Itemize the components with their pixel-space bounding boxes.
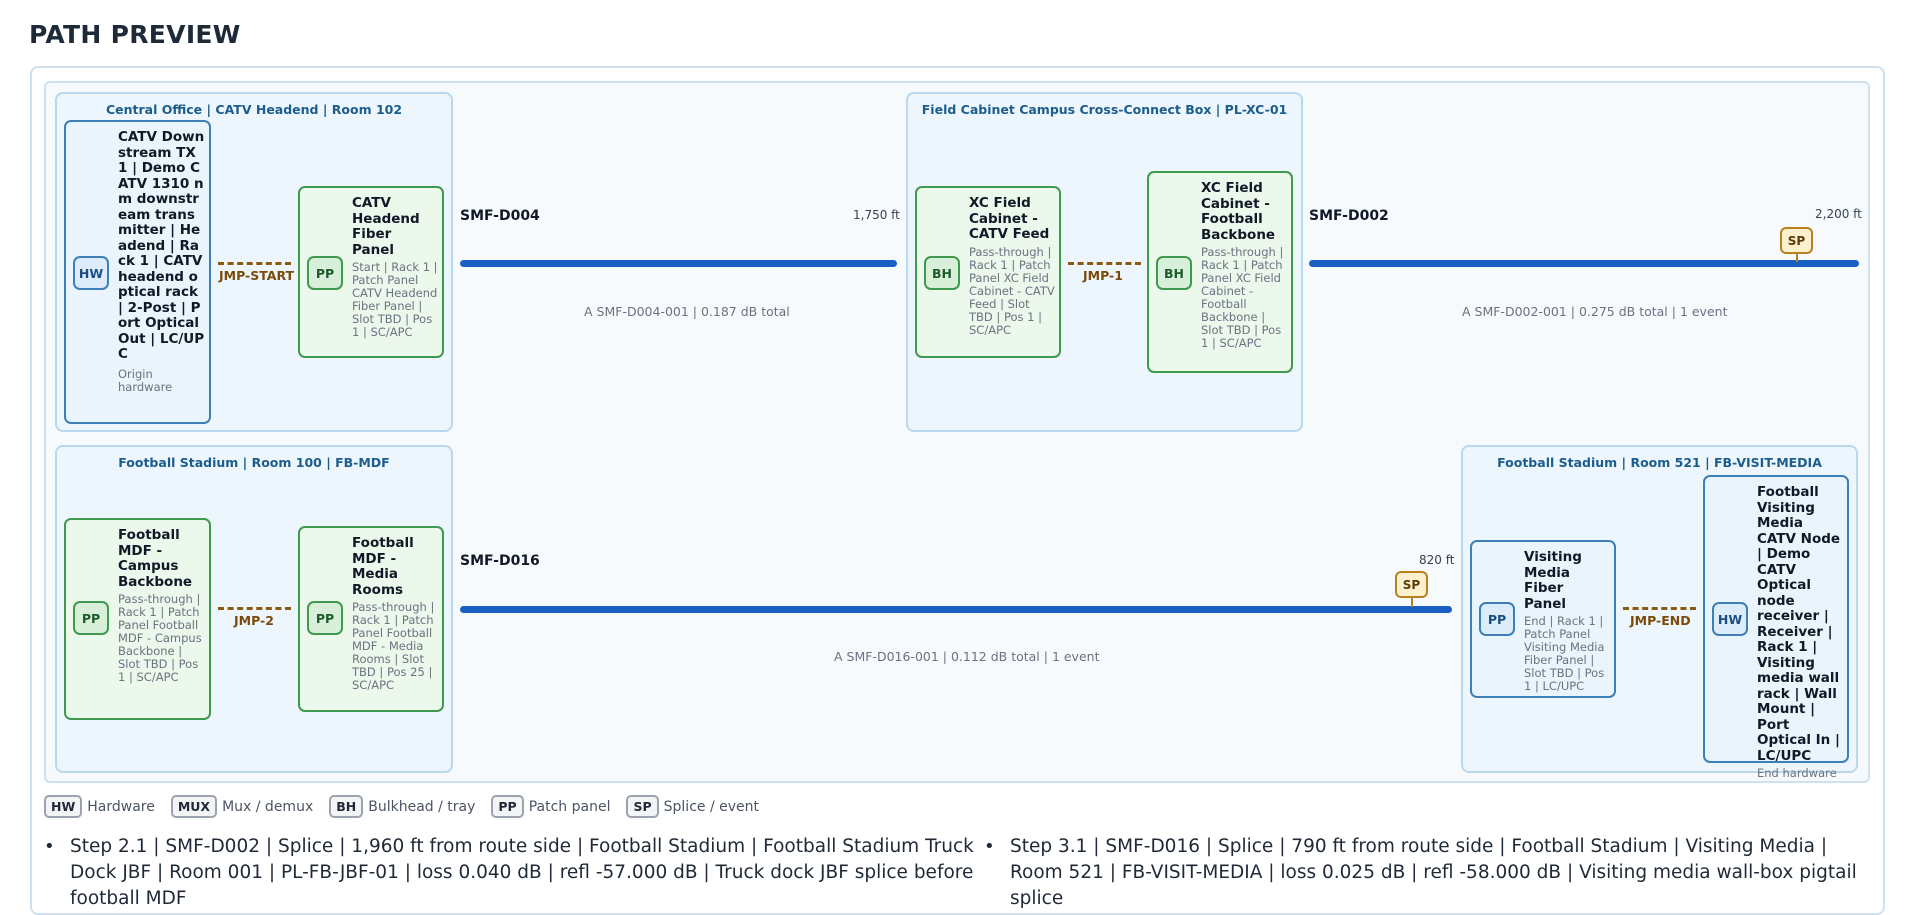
card-subtitle: Pass-through | Rack 1 | Patch Panel Foot… bbox=[352, 600, 435, 692]
legend-badge: MUX bbox=[170, 795, 218, 818]
card-subtitle: Origin hardware bbox=[118, 366, 173, 394]
site-title: Central Office | CATV Headend | Room 102 bbox=[105, 102, 403, 117]
cable-segment-smf-d004[interactable] bbox=[460, 260, 897, 267]
jumper-line bbox=[218, 607, 291, 610]
legend-badge: PP bbox=[491, 795, 524, 818]
patch-panel-badge: PP bbox=[73, 601, 109, 635]
legend-label: Splice / event bbox=[663, 798, 759, 815]
card-title: XC Field Cabinet - Football Backbone bbox=[1201, 180, 1276, 243]
legend-badge: HW bbox=[44, 795, 83, 818]
card-title: Football Visiting Media CATV Node | Demo… bbox=[1757, 484, 1841, 764]
patch-panel-card-headend[interactable]: PP CATV Headend Fiber Panel Start | Rack… bbox=[298, 186, 444, 358]
legend-label: Patch panel bbox=[528, 798, 611, 815]
legend-label: Bulkhead / tray bbox=[368, 798, 476, 815]
card-subtitle: Pass-through | Rack 1 | Patch Panel Foot… bbox=[118, 592, 202, 684]
card-title: CATV Headend Fiber Panel bbox=[352, 195, 420, 258]
jumper-line bbox=[218, 262, 291, 265]
legend-badge: SP bbox=[626, 795, 659, 818]
splice-marker-stem bbox=[1796, 254, 1798, 262]
legend-item: HW Hardware bbox=[44, 795, 155, 818]
card-title: XC Field Cabinet - CATV Feed bbox=[969, 195, 1050, 242]
card-subtitle: Start | Rack 1 | Patch Panel CATV Headen… bbox=[352, 260, 438, 339]
cable-meta: A SMF-D016-001 | 0.112 dB total | 1 even… bbox=[834, 649, 1100, 664]
cable-label: SMF-D004 bbox=[460, 208, 540, 224]
patch-panel-card-visiting-media[interactable]: PP Visiting Media Fiber Panel End | Rack… bbox=[1470, 540, 1616, 698]
card-subtitle: End | Rack 1 | Patch Panel Visiting Medi… bbox=[1524, 614, 1605, 693]
hardware-card-catv-node[interactable]: HW Football Visiting Media CATV Node | D… bbox=[1703, 475, 1849, 780]
patch-panel-card-mdf-media[interactable]: PP Football MDF - Media Rooms Pass-throu… bbox=[298, 526, 444, 712]
jumper-line bbox=[1068, 262, 1141, 265]
hardware-card-catv-tx[interactable]: HW CATV Downstream TX 1 | Demo CATV 1310… bbox=[64, 120, 211, 424]
jumper-label: JMP-2 bbox=[234, 613, 274, 628]
splice-marker[interactable]: SP bbox=[1780, 227, 1813, 254]
legend-item: MUX Mux / demux bbox=[170, 795, 314, 818]
site-title: Football Stadium | Room 100 | FB-MDF bbox=[118, 455, 390, 470]
card-subtitle: Pass-through | Rack 1 | Patch Panel XC F… bbox=[969, 244, 1055, 337]
bulkhead-card-football-backbone[interactable]: BH XC Field Cabinet - Football Backbone … bbox=[1147, 171, 1293, 373]
card-title: CATV Downstream TX 1 | Demo CATV 1310 nm… bbox=[118, 129, 205, 362]
patch-panel-card-mdf-backbone[interactable]: PP Football MDF - Campus Backbone Pass-t… bbox=[64, 518, 211, 720]
cable-meta: A SMF-D002-001 | 0.275 dB total | 1 even… bbox=[1462, 304, 1728, 319]
event-note: Step 2.1 | SMF-D002 | Splice | 1,960 ft … bbox=[44, 834, 984, 912]
cable-length: 2,200 ft bbox=[1815, 207, 1862, 221]
site-title: Field Cabinet Campus Cross-Connect Box |… bbox=[921, 102, 1288, 117]
cable-label: SMF-D002 bbox=[1309, 208, 1389, 224]
cable-meta: A SMF-D004-001 | 0.187 dB total bbox=[584, 304, 790, 319]
event-notes: Step 2.1 | SMF-D002 | Splice | 1,960 ft … bbox=[44, 834, 1874, 912]
splice-marker-stem bbox=[1411, 598, 1413, 607]
event-note: Step 3.1 | SMF-D016 | Splice | 790 ft fr… bbox=[984, 834, 1864, 912]
jumper-label: JMP-END bbox=[1630, 613, 1691, 628]
card-title: Football MDF - Media Rooms bbox=[352, 535, 414, 598]
legend: HW Hardware MUX Mux / demux BH Bulkhead … bbox=[44, 795, 775, 818]
card-subtitle: Pass-through | Rack 1 | Patch Panel XC F… bbox=[1201, 245, 1284, 350]
bulkhead-badge: BH bbox=[1156, 256, 1192, 290]
card-title: Football MDF - Campus Backbone bbox=[118, 527, 193, 590]
splice-marker[interactable]: SP bbox=[1395, 571, 1428, 598]
page-title: PATH PREVIEW bbox=[29, 20, 241, 49]
hardware-badge: HW bbox=[73, 256, 109, 290]
legend-item: SP Splice / event bbox=[626, 795, 759, 818]
card-subtitle: End hardware bbox=[1757, 766, 1837, 780]
jumper-label: JMP-1 bbox=[1083, 268, 1123, 283]
legend-badge: BH bbox=[329, 795, 364, 818]
legend-label: Hardware bbox=[87, 798, 155, 815]
legend-item: BH Bulkhead / tray bbox=[329, 795, 475, 818]
bulkhead-card-catv-feed[interactable]: BH XC Field Cabinet - CATV Feed Pass-thr… bbox=[915, 186, 1061, 358]
site-title: Football Stadium | Room 521 | FB-VISIT-M… bbox=[1497, 455, 1822, 470]
cable-length: 820 ft bbox=[1419, 553, 1455, 567]
cable-label: SMF-D016 bbox=[460, 553, 540, 569]
card-title: Visiting Media Fiber Panel bbox=[1524, 549, 1582, 612]
patch-panel-badge: PP bbox=[307, 256, 343, 290]
cable-length: 1,750 ft bbox=[853, 208, 900, 222]
legend-label: Mux / demux bbox=[222, 798, 314, 815]
jumper-line bbox=[1623, 607, 1696, 610]
jumper-label: JMP-START bbox=[219, 268, 295, 283]
hardware-badge: HW bbox=[1712, 602, 1748, 636]
patch-panel-badge: PP bbox=[1479, 602, 1515, 636]
cable-segment-smf-d016[interactable] bbox=[460, 606, 1452, 613]
legend-item: PP Patch panel bbox=[491, 795, 610, 818]
cable-segment-smf-d002[interactable] bbox=[1309, 260, 1859, 267]
bulkhead-badge: BH bbox=[924, 256, 960, 290]
patch-panel-badge: PP bbox=[307, 601, 343, 635]
